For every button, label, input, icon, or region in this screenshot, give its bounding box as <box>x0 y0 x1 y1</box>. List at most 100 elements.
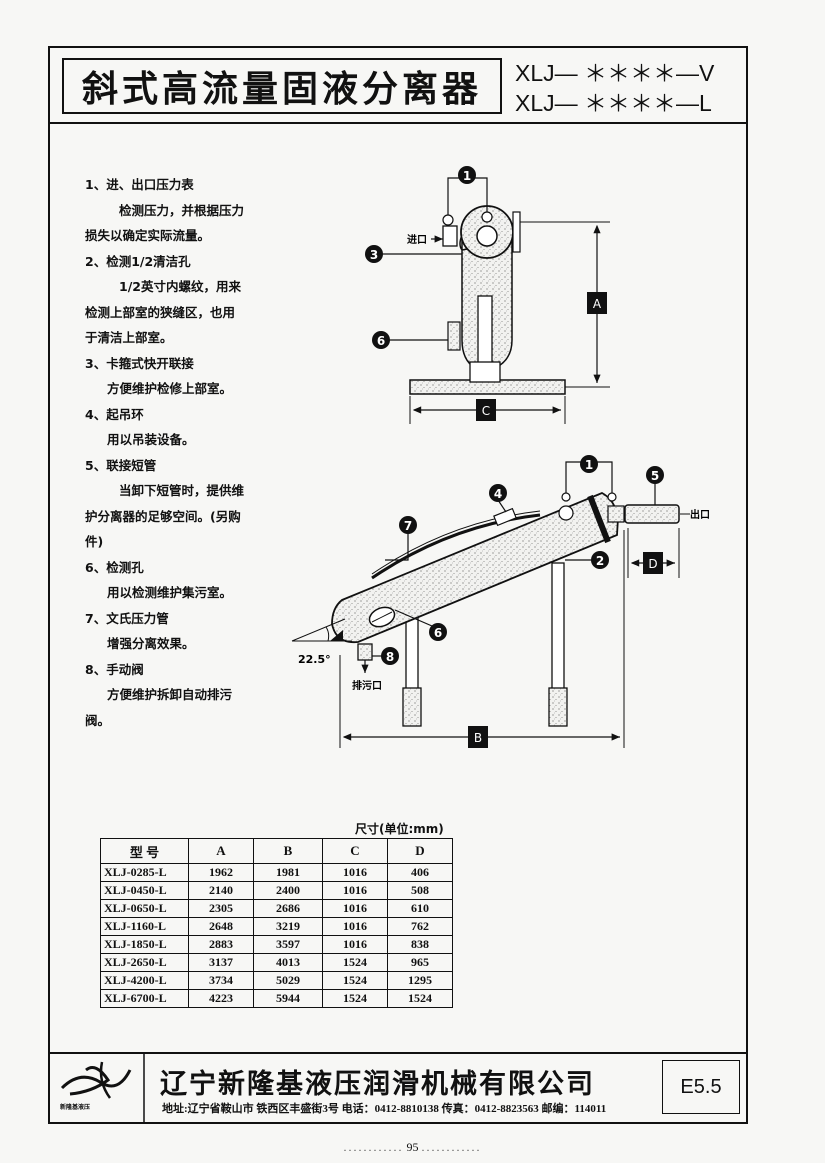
callout-3-text: 3 <box>370 248 378 262</box>
cell-model: XLJ-0450-L <box>100 881 189 900</box>
cell-c: 1016 <box>322 899 388 918</box>
callout-7-text: 7 <box>404 519 412 533</box>
cell-c: 1016 <box>322 935 388 954</box>
cell-d: 406 <box>387 863 453 882</box>
top-gauge-icon <box>481 211 493 223</box>
cell-model: XLJ-4200-L <box>100 971 189 990</box>
cell-b: 3219 <box>253 917 323 936</box>
note-3-heading: 3、卡箍式快开联接 <box>85 355 194 371</box>
inlet-gauge-icon <box>442 214 454 226</box>
table-row: XLJ-6700-L 4223 5944 1524 1524 <box>100 989 453 1008</box>
angle-wedge <box>330 630 343 641</box>
rear-leg-foot <box>548 687 568 727</box>
table-header-row: 型 号 A B C D <box>100 838 453 864</box>
note-7-line-1: 增强分离效果。 <box>107 636 195 651</box>
page-number: ............ 95 ............ <box>0 1140 825 1155</box>
cell-b: 5944 <box>253 989 323 1008</box>
callout-5-text: 5 <box>651 469 659 483</box>
unit-label: 尺寸(单位:mm) <box>355 822 444 836</box>
callout-6-text: 6 <box>377 334 385 348</box>
cell-d: 610 <box>387 899 453 918</box>
callout-6b-badge <box>429 623 447 641</box>
cell-b: 1981 <box>253 863 323 882</box>
note-1-heading: 1、进、出口压力表 <box>85 177 194 192</box>
dimension-table: 型 号 A B C D XLJ-0285-L 1962 1981 1016 40… <box>100 838 453 1008</box>
cell-c: 1524 <box>322 971 388 990</box>
company-address: 地址:辽宁省鞍山市 铁西区丰盛街3号 电话：0412-8810138 传真：04… <box>162 1103 607 1115</box>
cell-c: 1016 <box>322 881 388 900</box>
table-row: XLJ-1160-L 2648 3219 1016 762 <box>100 917 453 936</box>
page-number-text: 95 <box>406 1140 419 1154</box>
angle-ray <box>291 618 346 642</box>
front-leg-foot <box>402 687 422 727</box>
table-row: XLJ-4200-L 3734 5029 1524 1295 <box>100 971 453 990</box>
callout-6-badge <box>372 331 390 349</box>
note-4-line-1: 用以吊装设备。 <box>107 432 195 447</box>
section-code: E5.5 <box>662 1060 740 1114</box>
cell-c: 1016 <box>322 863 388 882</box>
inspection-port <box>447 321 461 351</box>
cell-b: 3597 <box>253 935 323 954</box>
cell-d: 965 <box>387 953 453 972</box>
cell-a: 2648 <box>188 917 254 936</box>
table-row: XLJ-0285-L 1962 1981 1016 406 <box>100 863 453 882</box>
note-2-line-3: 于清洁上部室。 <box>85 330 173 345</box>
company-name: 辽宁新隆基液压润滑机械有限公司 <box>160 1069 595 1100</box>
cell-c: 1016 <box>322 917 388 936</box>
cell-a: 2140 <box>188 881 254 900</box>
header-d: D <box>387 838 453 864</box>
dim-b-box <box>468 726 488 748</box>
callout-8-text: 8 <box>386 650 394 664</box>
cell-d: 1295 <box>387 971 453 990</box>
cell-b: 5029 <box>253 971 323 990</box>
page-frame <box>48 46 748 1124</box>
callout-3-badge <box>365 245 383 263</box>
dim-c-label: C <box>482 404 490 418</box>
cell-c: 1524 <box>322 989 388 1008</box>
callout-6b-text: 6 <box>434 626 442 640</box>
dim-c-box <box>476 399 496 421</box>
lifting-ring <box>493 507 517 527</box>
angle-label: 22.5° <box>298 653 331 666</box>
note-7-heading: 7、文氏压力管 <box>85 610 169 626</box>
note-2-line-1: 1/2英寸内螺纹，用来 <box>119 279 241 294</box>
model-code-l: XLJ— ＊＊＊＊—L <box>515 90 712 116</box>
table-row: XLJ-1850-L 2883 3597 1016 838 <box>100 935 453 954</box>
note-1-line-2: 损失以确定实际流量。 <box>85 228 211 243</box>
cell-model: XLJ-0650-L <box>100 899 189 918</box>
dim-a-label: A <box>593 297 602 311</box>
page-dots-left: ............ <box>343 1140 404 1154</box>
end-clamp <box>587 494 611 544</box>
model-codes: XLJ— ＊＊＊＊—V XLJ— ＊＊＊＊—L <box>515 58 740 118</box>
callout-4-text: 4 <box>494 487 502 501</box>
company-logo-icon <box>60 1061 132 1099</box>
cell-model: XLJ-1160-L <box>100 917 189 936</box>
callout-2-badge <box>591 551 609 569</box>
note-3-line-1: 方便维护检修上部室。 <box>107 381 233 396</box>
cell-model: XLJ-2650-L <box>100 953 189 972</box>
header-a: A <box>188 838 254 864</box>
inlet-label: 进口 <box>407 233 427 246</box>
dim-d-box <box>643 552 663 574</box>
page-dots-right: ............ <box>421 1140 482 1154</box>
inlet-gauge-circle <box>558 505 574 521</box>
dim-b-label: B <box>474 731 482 745</box>
callout-1b-badge <box>580 455 598 473</box>
note-8-heading: 8、手动阀 <box>85 661 144 677</box>
note-5-line-2: 护分离器的足够空间。(另购 <box>85 508 241 524</box>
drain-label: 排污口 <box>352 679 382 692</box>
venturi-tube <box>371 513 541 580</box>
callout-6b-leader <box>394 609 433 627</box>
column-foot <box>469 361 501 383</box>
callout-2-text: 2 <box>596 554 604 568</box>
cell-a: 3137 <box>188 953 254 972</box>
note-1-line-1: 检测压力，并根据压力 <box>119 202 245 218</box>
callout-7-leader <box>385 532 409 561</box>
table-row: XLJ-0450-L 2140 2400 1016 508 <box>100 881 453 900</box>
note-2-heading: 2、检测1/2清洁孔 <box>85 253 191 269</box>
cell-model: XLJ-6700-L <box>100 989 189 1008</box>
cell-model: XLJ-0285-L <box>100 863 189 882</box>
cell-a: 2305 <box>188 899 254 918</box>
cell-a: 2883 <box>188 935 254 954</box>
